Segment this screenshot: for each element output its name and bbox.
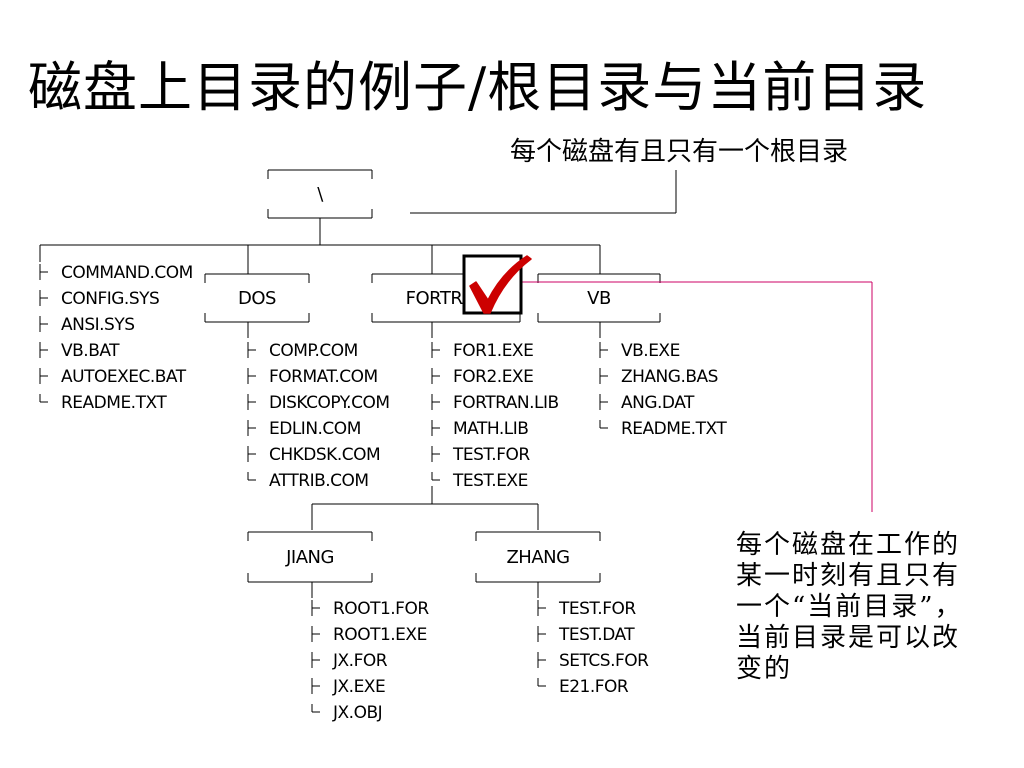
checkmark-tick <box>469 255 532 314</box>
file-name: ANSI.SYS <box>61 315 135 335</box>
directory-box-zhang: ZHANG <box>475 531 601 583</box>
directory-label: DOS <box>238 288 276 309</box>
file-name: README.TXT <box>61 393 167 413</box>
file-name: AUTOEXEC.BAT <box>61 367 187 387</box>
directory-label: ZHANG <box>506 547 569 568</box>
directory-box-dos: DOS <box>204 273 310 323</box>
file-name: FORMAT.COM <box>269 367 378 387</box>
directory-box-jiang: JIANG <box>247 531 373 583</box>
root-directory-note: 每个磁盘有且只有一个根目录 <box>510 137 849 167</box>
file-name: VB.BAT <box>61 341 120 361</box>
file-name: EDLIN.COM <box>269 419 361 439</box>
file-name: ROOT1.EXE <box>333 625 427 645</box>
tree-connectors <box>39 218 608 713</box>
file-name: ZHANG.BAS <box>621 367 718 387</box>
directory-label: JIANG <box>285 547 334 568</box>
current-directory-note: 每个磁盘在工作的某一时刻有且只有一个“当前目录”，当前目录是可以改变的 <box>736 530 963 684</box>
file-name: FORTRAN.LIB <box>453 393 559 413</box>
file-name: VB.EXE <box>621 341 680 361</box>
file-name: FOR2.EXE <box>453 367 533 387</box>
file-name: JX.EXE <box>332 677 385 697</box>
file-name: FOR1.EXE <box>453 341 533 361</box>
file-name: ROOT1.FOR <box>333 599 429 619</box>
file-name: TEST.DAT <box>558 625 635 645</box>
file-name: JX.OBJ <box>332 703 382 723</box>
file-lists: COMMAND.COM CONFIG.SYS ANSI.SYS VB.BAT AUTOE… <box>61 263 728 723</box>
file-name: SETCS.FOR <box>559 651 649 671</box>
file-name: TEST.FOR <box>558 599 636 619</box>
directory-label: \ <box>317 184 324 205</box>
file-name: CHKDSK.COM <box>269 445 380 465</box>
file-name: ATTRIB.COM <box>269 471 369 491</box>
checkmark-icon <box>462 254 532 315</box>
file-name: DISKCOPY.COM <box>269 393 390 413</box>
callout-connectors <box>410 170 873 512</box>
file-name: COMMAND.COM <box>61 263 193 283</box>
directory-box-vb: VB <box>537 273 661 323</box>
directory-label: VB <box>587 288 611 309</box>
file-name: CONFIG.SYS <box>61 289 159 309</box>
file-name: ANG.DAT <box>621 393 695 413</box>
file-name: README.TXT <box>621 419 727 439</box>
file-name: MATH.LIB <box>453 419 528 439</box>
file-name: TEST.FOR <box>452 445 530 465</box>
file-name: TEST.EXE <box>452 471 528 491</box>
file-name: JX.FOR <box>332 651 388 671</box>
slide-title: 磁盘上目录的例子/根目录与当前目录 <box>28 56 928 119</box>
file-name: COMP.COM <box>269 341 358 361</box>
directory-box-root: \ <box>267 169 373 219</box>
file-name: E21.FOR <box>559 677 629 697</box>
